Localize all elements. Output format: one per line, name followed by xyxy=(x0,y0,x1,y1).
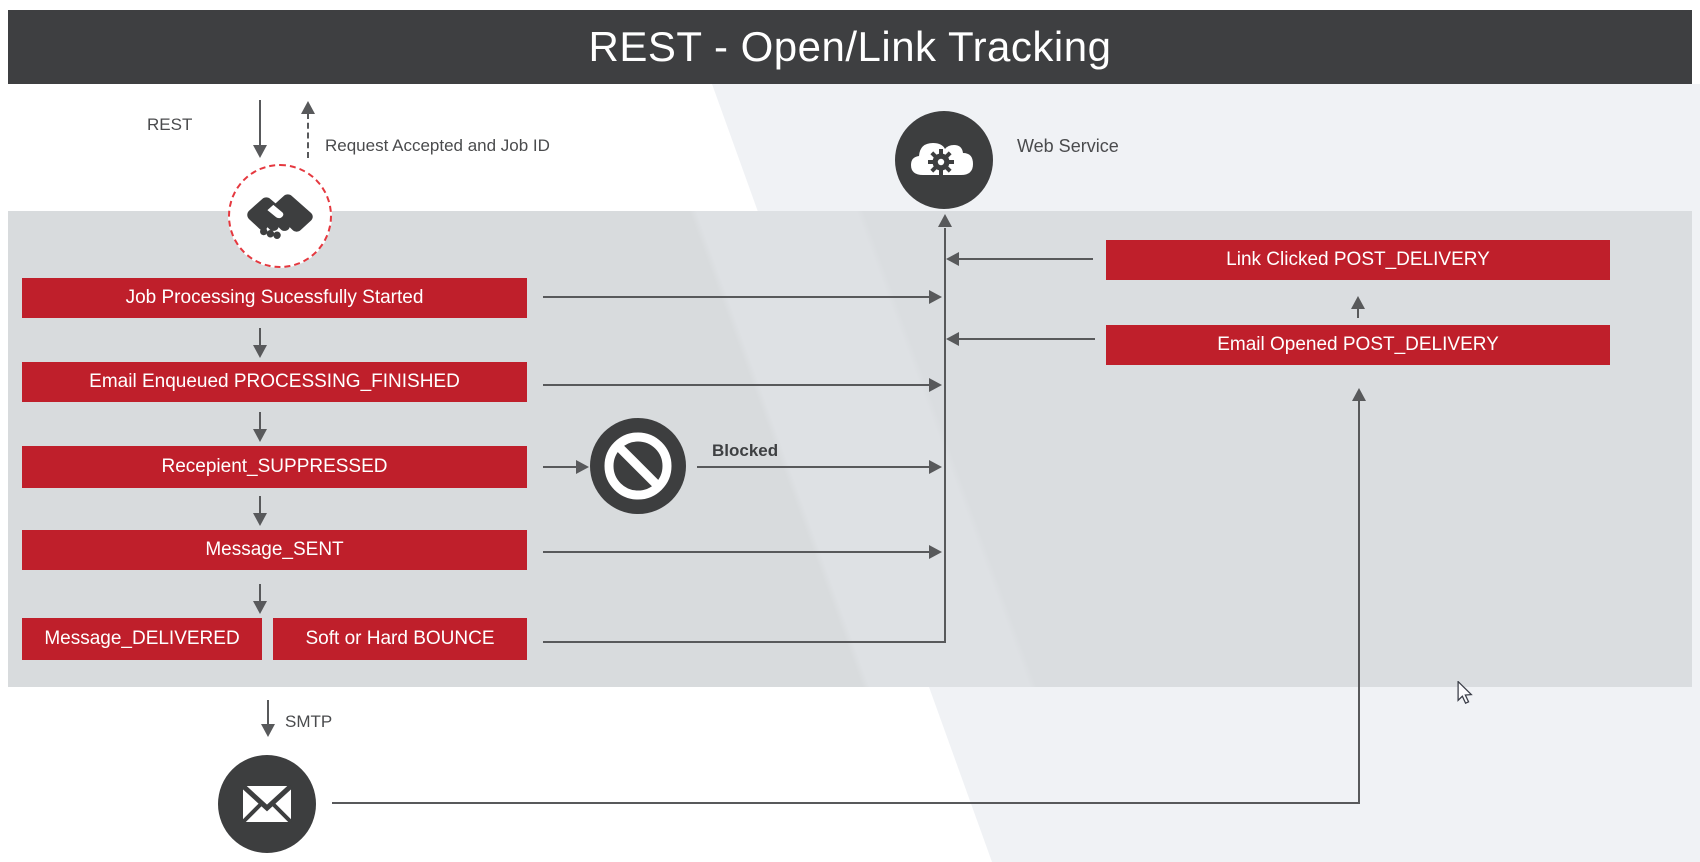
between-boxes-arrowhead xyxy=(1351,296,1365,309)
between-boxes-arrow-shaft xyxy=(1357,308,1359,318)
prohibition-icon xyxy=(590,418,686,514)
flow-down-arrow-shaft xyxy=(259,328,261,347)
callback-arrowhead xyxy=(946,252,959,266)
response-up-arrowhead xyxy=(301,101,315,114)
callback-box-email-opened: Email Opened POST_DELIVERY xyxy=(1106,325,1610,365)
connector-email-enqueued xyxy=(543,384,929,386)
envelope-feedback-line-horizontal xyxy=(332,802,1360,804)
flow-box-label: Job Processing Sucessfully Started xyxy=(125,287,424,308)
connector-arrowhead xyxy=(929,378,942,392)
flow-box-label: Recepient_SUPPRESSED xyxy=(161,456,388,477)
flow-box-email-enqueued: Email Enqueued PROCESSING_FINISHED xyxy=(22,362,527,402)
blocked-label: Blocked xyxy=(712,441,779,460)
mouse-cursor-icon xyxy=(1457,680,1473,709)
callback-box-label: Link Clicked POST_DELIVERY xyxy=(1226,249,1490,270)
smtp-label: SMTP xyxy=(285,712,333,731)
page-title: REST - Open/Link Tracking xyxy=(588,23,1112,70)
envelope-feedback-line-vertical xyxy=(1358,401,1360,802)
flow-down-arrowhead xyxy=(253,601,267,614)
connector-job-processing xyxy=(543,296,929,298)
smtp-down-arrow-shaft xyxy=(267,700,269,726)
flow-box-message-delivered: Message_DELIVERED xyxy=(22,618,262,660)
connector-arrowhead xyxy=(576,460,589,474)
connector-arrowhead xyxy=(929,290,942,304)
connector-message-sent xyxy=(543,551,929,553)
handshake-badge xyxy=(228,164,332,268)
envelope-feedback-arrowhead xyxy=(1352,388,1366,401)
envelope-icon xyxy=(218,755,316,853)
flow-box-label: Soft or Hard BOUNCE xyxy=(305,628,495,649)
title-bar: REST - Open/Link Tracking xyxy=(8,10,1692,84)
flow-box-label: Email Enqueued PROCESSING_FINISHED xyxy=(89,371,460,392)
flow-down-arrowhead xyxy=(253,345,267,358)
web-service-badge xyxy=(895,111,993,214)
blocked-badge xyxy=(590,418,686,519)
connector-link-clicked xyxy=(959,258,1093,260)
flow-down-arrow-shaft xyxy=(259,412,261,431)
email-badge xyxy=(218,755,316,858)
connector-arrowhead xyxy=(929,460,942,474)
flow-box-message-sent: Message_SENT xyxy=(22,530,527,570)
flow-box-recipient-suppressed: Recepient_SUPPRESSED xyxy=(22,446,527,488)
flow-box-bounce: Soft or Hard BOUNCE xyxy=(273,618,527,660)
central-feedback-line xyxy=(944,228,946,643)
callback-box-link-clicked: Link Clicked POST_DELIVERY xyxy=(1106,240,1610,280)
central-line-arrowhead xyxy=(938,214,952,227)
rest-down-arrowhead xyxy=(253,145,267,158)
web-service-label: Web Service xyxy=(1017,136,1119,156)
rest-label: REST xyxy=(147,115,193,134)
smtp-down-arrowhead xyxy=(261,724,275,737)
flow-down-arrow-shaft xyxy=(259,496,261,515)
flow-down-arrowhead xyxy=(253,429,267,442)
response-up-arrow-shaft xyxy=(307,113,309,158)
flow-down-arrowhead xyxy=(253,513,267,526)
connector-blocked-to-line xyxy=(697,466,929,468)
flow-box-job-processing: Job Processing Sucessfully Started xyxy=(22,278,527,318)
request-accepted-label: Request Accepted and Job ID xyxy=(325,136,550,155)
connector-email-opened xyxy=(959,338,1095,340)
connector-suppressed-to-blocked xyxy=(543,466,578,468)
connector-bounce xyxy=(543,641,946,643)
flow-down-arrow-shaft xyxy=(259,584,261,603)
cloud-gear-icon xyxy=(895,111,993,209)
callback-arrowhead xyxy=(946,332,959,346)
handshake-icon xyxy=(247,194,313,239)
flow-box-label: Message_DELIVERED xyxy=(44,628,240,649)
flow-box-label: Message_SENT xyxy=(205,539,344,560)
connector-arrowhead xyxy=(929,545,942,559)
rest-down-arrow-shaft xyxy=(259,100,261,147)
callback-box-label: Email Opened POST_DELIVERY xyxy=(1217,334,1499,355)
